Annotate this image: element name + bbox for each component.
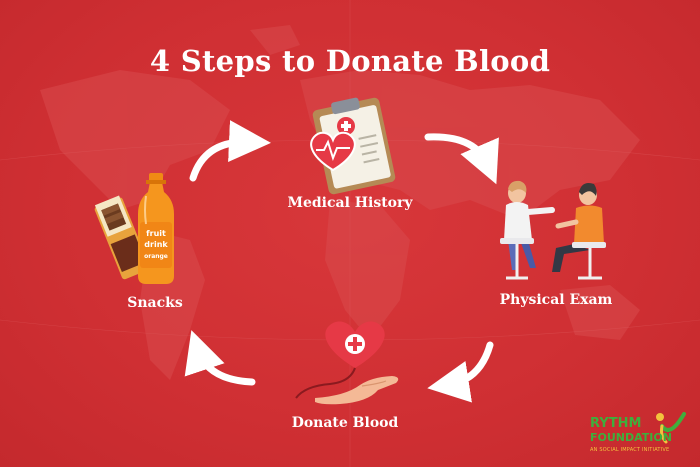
logo-tagline: AN SOCIAL IMPACT INITIATIVE bbox=[590, 447, 670, 453]
arrow-donate-to-snacks bbox=[184, 330, 256, 386]
arrow-snacks-to-medical bbox=[189, 120, 271, 182]
step-label-donate-blood: Donate Blood bbox=[291, 415, 399, 431]
clipboard-heart-icon bbox=[310, 97, 396, 195]
svg-text:fruit: fruit bbox=[146, 229, 166, 238]
hand-heart-drop-icon bbox=[295, 321, 399, 405]
logo-mark-icon bbox=[656, 412, 686, 444]
step-label-snacks: Snacks bbox=[127, 295, 183, 311]
rythm-foundation-logo: RYTHM FOUNDATION AN SOCIAL IMPACT INITIA… bbox=[580, 408, 690, 463]
arrow-physical-to-donate bbox=[427, 341, 494, 403]
snacks-juice-icon: fruit drink orange bbox=[94, 173, 174, 284]
svg-text:drink: drink bbox=[144, 240, 168, 249]
logo-name-line1: RYTHM bbox=[590, 416, 642, 431]
svg-text:orange: orange bbox=[144, 253, 168, 260]
page-title: 4 Steps to Donate Blood bbox=[149, 44, 551, 78]
logo-name-line2: FOUNDATION bbox=[590, 431, 672, 444]
step-label-physical-exam: Physical Exam bbox=[499, 292, 613, 308]
doctor-exam-icon bbox=[500, 180, 606, 280]
arrow-medical-to-physical bbox=[424, 133, 499, 185]
step-label-medical-history: Medical History bbox=[287, 195, 413, 211]
